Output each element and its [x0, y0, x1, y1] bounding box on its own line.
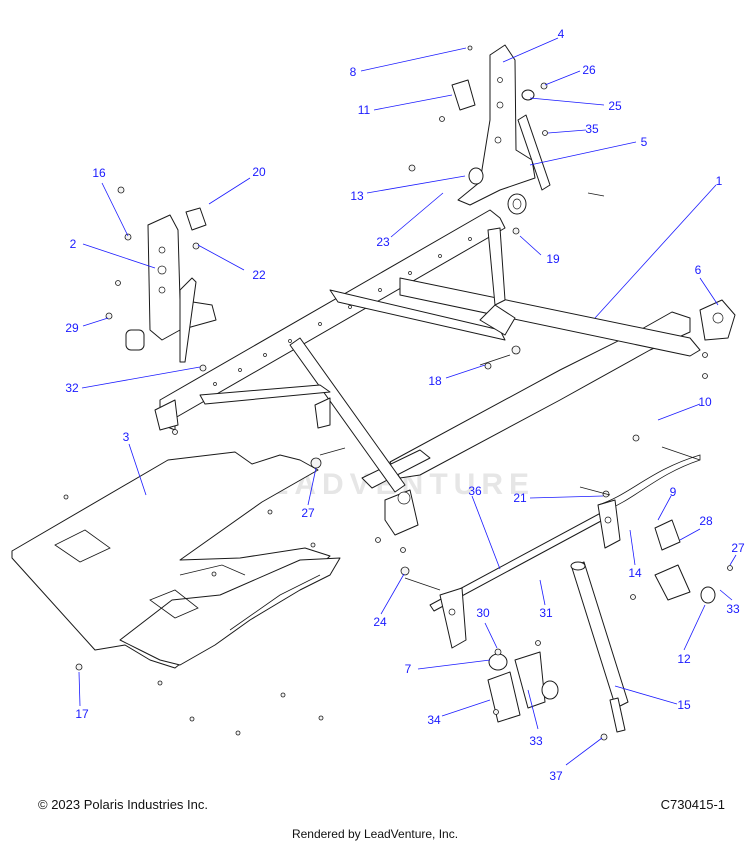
callout-23: 23	[376, 235, 390, 249]
callout-7: 7	[405, 662, 412, 676]
callout-27-upper: 27	[731, 541, 745, 555]
callout-6: 6	[695, 263, 702, 277]
callout-labels: 1 2 3 4 5 6 7 8 9 10 11 12 13 14 15 16 1…	[65, 27, 745, 783]
callout-5: 5	[641, 135, 648, 149]
callout-28: 28	[699, 514, 713, 528]
callout-35: 35	[585, 122, 599, 136]
callout-33-right: 33	[726, 602, 740, 616]
callout-10: 10	[698, 395, 712, 409]
callout-31: 31	[539, 606, 553, 620]
callout-1: 1	[716, 174, 723, 188]
callout-13: 13	[350, 189, 364, 203]
leader-lines	[78, 37, 737, 766]
callout-4: 4	[558, 27, 565, 41]
callout-24: 24	[373, 615, 387, 629]
skid-plate	[11, 451, 341, 669]
callout-27-lower: 27	[301, 506, 315, 520]
seat-bracket-left	[125, 207, 217, 363]
callout-22: 22	[252, 268, 266, 282]
frame-assembly	[154, 193, 736, 536]
rendered-by-text: Rendered by LeadVenture, Inc.	[291, 827, 459, 841]
diagram-id: C730415-1	[660, 797, 725, 812]
callout-36: 36	[468, 484, 482, 498]
callout-19: 19	[546, 252, 560, 266]
callout-32: 32	[65, 381, 79, 395]
callout-30: 30	[476, 606, 490, 620]
copyright-text: © 2023 Polaris Industries Inc.	[38, 797, 208, 812]
callout-17: 17	[75, 707, 89, 721]
callout-16: 16	[92, 166, 106, 180]
callout-18: 18	[428, 374, 442, 388]
callout-29: 29	[65, 321, 79, 335]
callout-14: 14	[628, 566, 642, 580]
callout-11: 11	[358, 103, 371, 117]
callout-37: 37	[549, 769, 563, 783]
fasteners	[63, 45, 733, 741]
callout-9: 9	[670, 485, 677, 499]
callout-25: 25	[608, 99, 622, 113]
callout-12: 12	[677, 652, 691, 666]
callout-26: 26	[582, 63, 596, 77]
seat-bracket-right	[451, 44, 551, 206]
callout-20: 20	[252, 165, 266, 179]
callout-21: 21	[513, 491, 527, 505]
callout-3: 3	[123, 430, 130, 444]
callout-15: 15	[677, 698, 691, 712]
callout-33-lower: 33	[529, 734, 543, 748]
callout-34: 34	[427, 713, 441, 727]
callout-2: 2	[70, 237, 77, 251]
callout-8: 8	[350, 65, 357, 79]
gas-strut	[570, 561, 629, 733]
stabilizer-bar	[429, 454, 701, 649]
